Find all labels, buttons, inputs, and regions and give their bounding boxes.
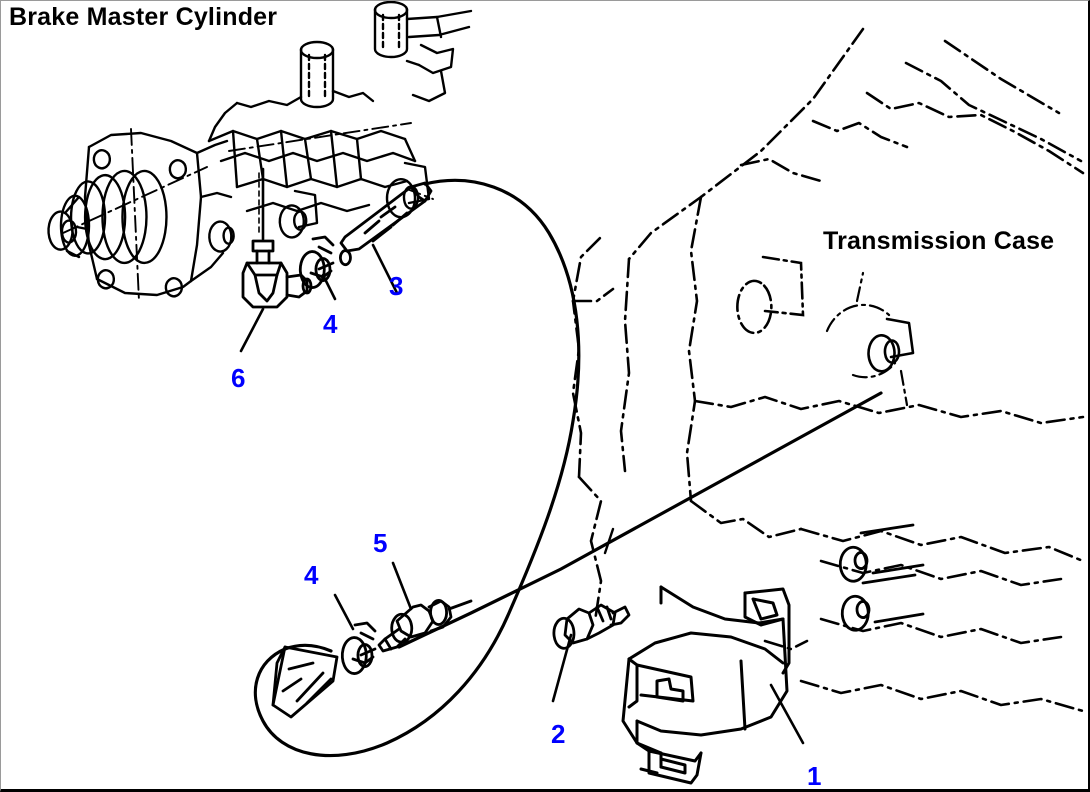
transmission-boss-lower-1 xyxy=(838,523,925,583)
label-transmission-case: Transmission Case xyxy=(823,227,1055,255)
part-4-washer-lower xyxy=(340,621,377,675)
callout-number-5[interactable]: 5 xyxy=(373,528,388,558)
transmission-bore-opening xyxy=(736,255,805,335)
part-1-bracket xyxy=(621,585,791,785)
leader-lines xyxy=(239,243,805,745)
transmission-boss-upper xyxy=(867,317,915,373)
callout-number-4-lower[interactable]: 4 xyxy=(304,560,319,590)
callout-number-2[interactable]: 2 xyxy=(551,719,566,749)
hose-run-to-transmission xyxy=(397,391,883,649)
leader-1 xyxy=(769,683,805,745)
leader-3 xyxy=(371,243,399,295)
transmission-boss-lower-2 xyxy=(840,573,925,632)
transmission-boss-upper-shadow xyxy=(825,271,909,407)
brake-master-cylinder-assembly xyxy=(47,1,473,302)
leader-6 xyxy=(239,307,265,353)
part-5-eye-bolt xyxy=(377,599,473,653)
hose-crimp-sleeve xyxy=(271,645,339,719)
part-3-hose-fitting xyxy=(339,181,433,267)
leader-4-upper xyxy=(321,273,337,301)
elbow-stem-line xyxy=(258,167,265,241)
callout-number-6[interactable]: 6 xyxy=(231,363,246,393)
label-brake-master-cylinder: Brake Master Cylinder xyxy=(9,3,278,31)
part-6-elbow-fitting xyxy=(241,239,313,309)
leader-2 xyxy=(551,633,573,703)
callout-number-4-upper[interactable]: 4 xyxy=(323,309,338,339)
leader-5 xyxy=(391,561,413,611)
callout-number-1[interactable]: 1 xyxy=(807,761,822,791)
transmission-case-body xyxy=(571,27,1085,713)
hydraulic-hose xyxy=(253,178,581,758)
leader-4-lower xyxy=(333,593,355,631)
hose-run-endpoint-tick xyxy=(603,527,615,555)
callout-number-3[interactable]: 3 xyxy=(389,271,404,301)
part-2-mounting-bolt xyxy=(552,603,631,650)
